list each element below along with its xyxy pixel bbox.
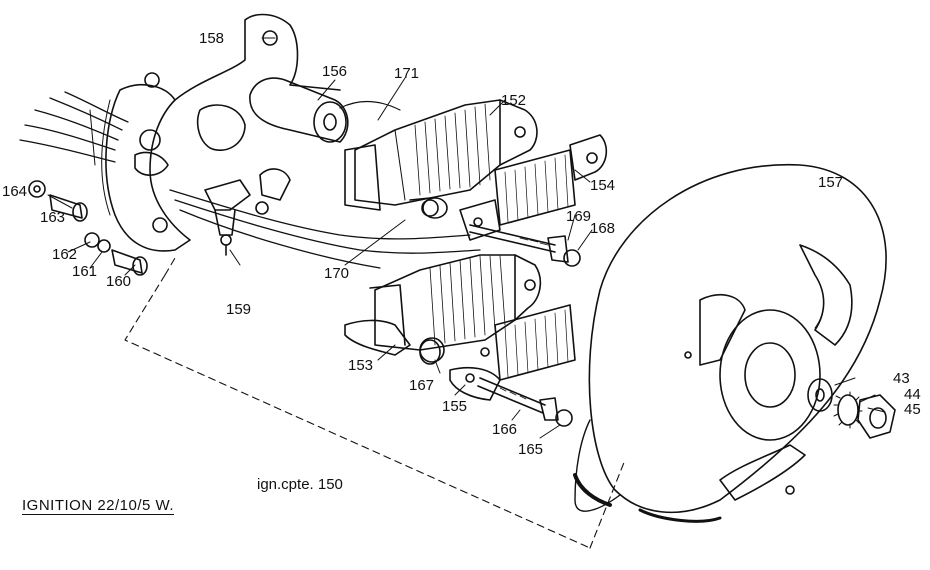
screw-upper [469, 224, 581, 267]
part-number-168: 168 [590, 220, 616, 237]
spacer-lower [419, 337, 445, 363]
part-number-159: 159 [226, 301, 252, 318]
part-number-45: 45 [904, 401, 921, 418]
screw-163 [28, 180, 88, 222]
lighting-coil-lower [344, 254, 542, 365]
screw-160 [84, 232, 148, 276]
coil-core-upper [459, 134, 608, 241]
part-number-160: 160 [106, 273, 132, 290]
contact-breaker [204, 179, 251, 256]
part-number-169: 169 [566, 208, 592, 225]
part-number-163: 163 [40, 209, 66, 226]
part-number-165: 165 [518, 441, 544, 458]
part-number-156: 156 [322, 63, 348, 80]
part-number-161: 161 [72, 263, 98, 280]
part-number-171: 171 [394, 65, 420, 82]
part-number-43: 43 [893, 370, 910, 387]
lighting-coil-upper [344, 99, 538, 217]
lead-wires [19, 91, 481, 269]
lock-washer-44 [833, 391, 863, 429]
part-number-154: 154 [590, 177, 616, 194]
part-number-153: 153 [348, 357, 374, 374]
flywheel [573, 163, 887, 523]
spacer-upper [409, 197, 448, 219]
part-number-157: 157 [818, 174, 844, 191]
leader-lines [47, 37, 886, 439]
part-number-170: 170 [324, 265, 350, 282]
washer-43 [807, 378, 833, 412]
diagram-title: IGNITION 22/10/5 W. [22, 497, 175, 515]
coil-core-lower [449, 304, 576, 401]
part-number-44: 44 [904, 386, 921, 403]
part-number-162: 162 [52, 246, 78, 263]
nut-45 [857, 394, 896, 439]
part-number-158: 158 [199, 30, 225, 47]
screw-lower [477, 377, 573, 427]
condenser [249, 77, 401, 143]
assembly-bracket [124, 257, 626, 549]
part-number-164: 164 [2, 183, 28, 200]
part-number-155: 155 [442, 398, 468, 415]
part-number-167: 167 [409, 377, 435, 394]
assembly-label: ign.cpte. 150 [257, 476, 343, 493]
part-number-166: 166 [492, 421, 518, 438]
part-number-152: 152 [501, 92, 527, 109]
